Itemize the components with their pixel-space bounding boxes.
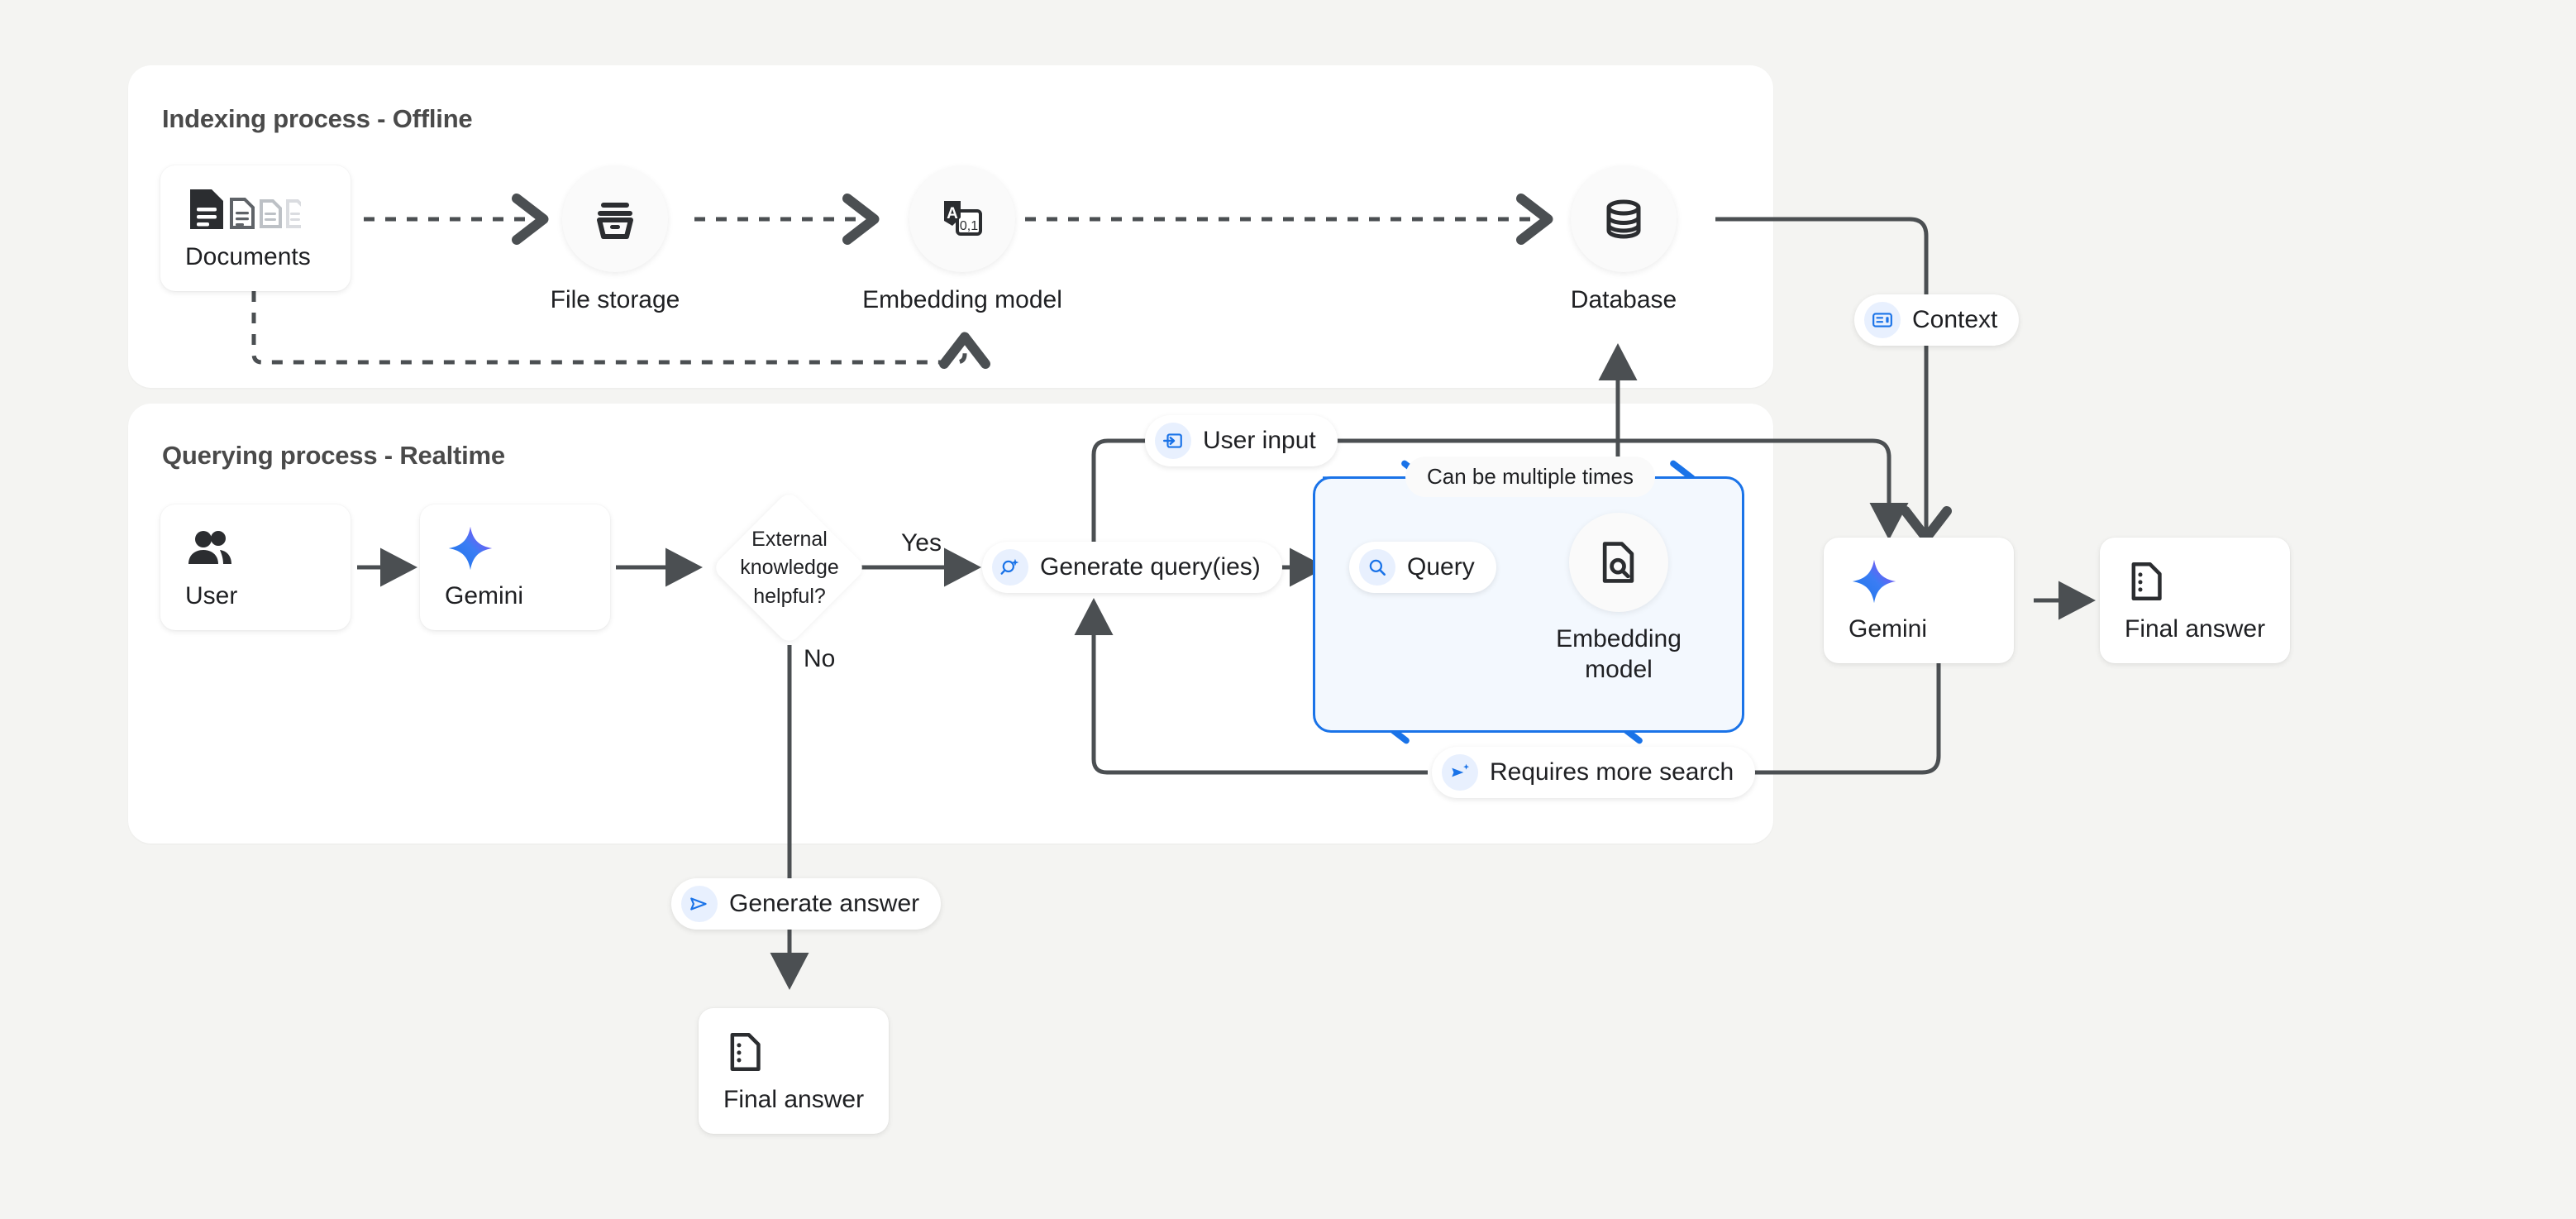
node-documents[interactable]: Documents (160, 165, 351, 291)
edge-label-no: No (804, 645, 836, 672)
node-file-storage[interactable] (562, 166, 668, 272)
node-gemini-right-label: Gemini (1849, 615, 1928, 643)
querying-panel-title: Querying process - Realtime (162, 441, 505, 470)
chip-requires-more-search-label: Requires more search (1490, 758, 1734, 786)
chip-user-input-label: User input (1203, 427, 1316, 454)
chip-query[interactable]: Query (1349, 542, 1496, 593)
send-sparkle-icon (1442, 754, 1478, 791)
node-final-answer-bottom[interactable]: Final answer (699, 1008, 889, 1134)
context-card-icon (1864, 302, 1901, 338)
chip-requires-more-search[interactable]: Requires more search (1432, 747, 1756, 798)
node-embedding-model-query[interactable] (1569, 513, 1668, 612)
decision-external-knowledge-text: External knowledge helpful? (707, 513, 872, 623)
node-final-answer-right-label: Final answer (2125, 615, 2266, 643)
archive-icon (597, 203, 633, 239)
node-gemini-left-label: Gemini (445, 582, 524, 610)
edge-label-yes: Yes (901, 529, 942, 557)
database-icon (1606, 199, 1641, 239)
translate-icon: 0,1 A (944, 201, 982, 236)
answer-doc-icon (2125, 557, 2290, 605)
chip-generate-answer-label: Generate answer (729, 890, 920, 917)
node-user[interactable]: User (160, 504, 351, 630)
answer-doc-icon (723, 1028, 889, 1076)
search-sparkle-icon (992, 549, 1028, 586)
decision-line-1: External (751, 527, 828, 551)
send-icon (681, 886, 718, 922)
chip-query-label: Query (1407, 553, 1475, 581)
chip-generate-queries[interactable]: Generate query(ies) (982, 542, 1282, 593)
people-icon (185, 524, 351, 572)
node-database-label: Database (1570, 286, 1677, 313)
documents-icon (185, 185, 351, 233)
input-arrow-icon (1155, 423, 1191, 459)
node-embedding-model-label: Embedding model (862, 286, 1062, 313)
gemini-spark-icon (445, 524, 610, 572)
node-documents-label: Documents (185, 243, 311, 270)
gemini-spark-icon (1849, 557, 2014, 605)
decision-line-2: knowledge (740, 556, 839, 580)
decision-line-3: helpful? (753, 584, 826, 608)
node-embedding-model[interactable]: 0,1 A (909, 166, 1015, 272)
doc-search-icon (1602, 542, 1634, 583)
search-icon (1359, 549, 1395, 586)
chip-user-input[interactable]: User input (1145, 415, 1338, 466)
svg-text:0,1: 0,1 (960, 219, 978, 233)
chip-generate-answer[interactable]: Generate answer (671, 878, 942, 930)
chip-generate-queries-label: Generate query(ies) (1040, 553, 1261, 581)
retrieval-loop-container (1313, 476, 1744, 733)
svg-text:A: A (947, 205, 958, 222)
chip-context-label: Context (1912, 306, 1998, 333)
node-final-answer-right[interactable]: Final answer (2100, 538, 2290, 663)
node-final-answer-bottom-label: Final answer (723, 1086, 865, 1113)
loop-note: Can be multiple times (1405, 457, 1655, 497)
indexing-panel-title: Indexing process - Offline (162, 104, 473, 133)
loop-note-label: Can be multiple times (1427, 464, 1634, 489)
node-gemini-left[interactable]: Gemini (420, 504, 610, 630)
node-gemini-right[interactable]: Gemini (1824, 538, 2014, 663)
node-database[interactable] (1571, 166, 1677, 272)
node-file-storage-label: File storage (550, 286, 680, 313)
chip-context[interactable]: Context (1854, 294, 2020, 346)
node-user-label: User (185, 582, 238, 610)
